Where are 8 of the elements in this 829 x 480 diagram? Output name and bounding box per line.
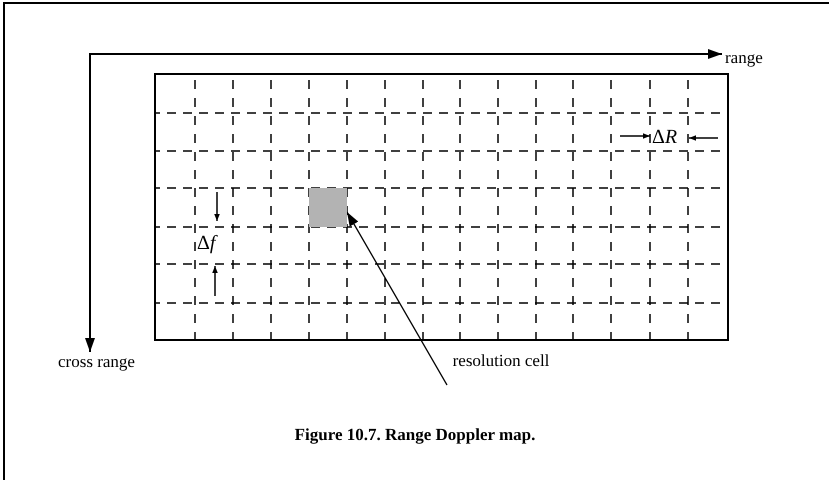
figure-caption: Figure 10.7. Range Doppler map. bbox=[294, 426, 536, 444]
dimension-label: Δf bbox=[197, 233, 216, 253]
axis-label: range bbox=[725, 49, 763, 67]
axis-label: cross range bbox=[58, 353, 135, 371]
dimension-label: ΔR bbox=[652, 127, 678, 147]
leader-line bbox=[346, 212, 448, 386]
callout-label: resolution cell bbox=[447, 352, 555, 370]
resolution-cell bbox=[309, 188, 347, 227]
